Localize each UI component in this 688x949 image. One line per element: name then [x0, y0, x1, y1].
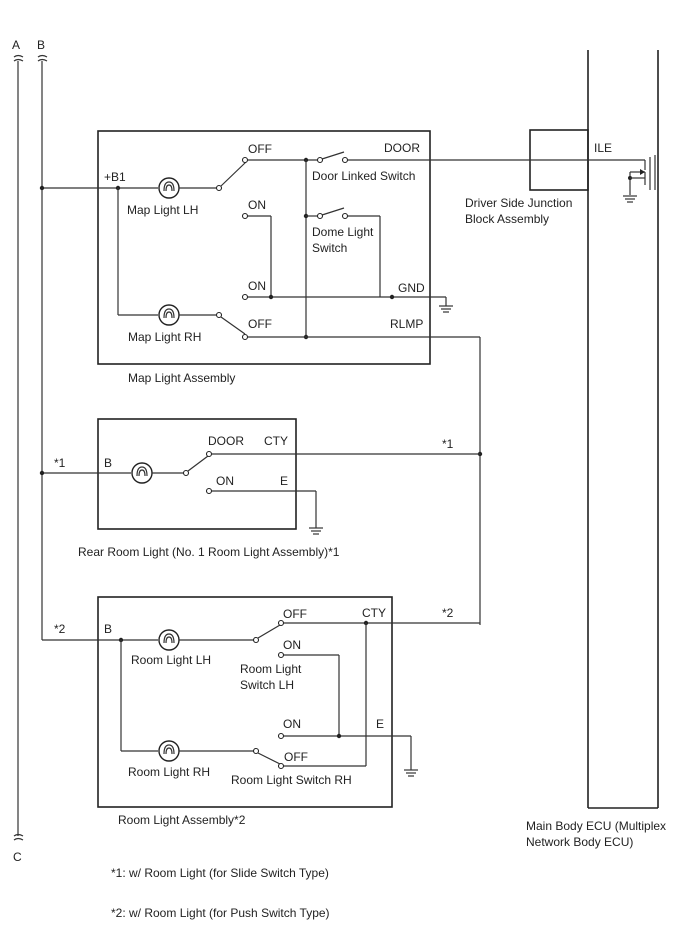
rear-ground-icon [309, 527, 323, 535]
room-pin-b: B [104, 622, 112, 636]
rear-pin-e: E [280, 474, 288, 488]
ecu-ground-icon [623, 195, 637, 203]
rail-b-label: B [37, 38, 45, 52]
room-off-top: OFF [283, 607, 307, 621]
map-light-lh-lamp-icon [158, 177, 180, 199]
map-pin-b1: +B1 [104, 170, 126, 184]
dome-light-switch-label-line1: Dome Light [312, 225, 374, 239]
room-pin-cty: CTY [362, 606, 386, 620]
room-line-note: *2 [442, 606, 454, 620]
room-branch-note: *2 [54, 622, 66, 636]
rear-branch-note: *1 [54, 456, 66, 470]
ecu-label-line1: Main Body ECU (Multiplex [526, 819, 666, 833]
rail-b [37, 54, 48, 630]
room-on-low: ON [283, 717, 301, 731]
map-pin-gnd: GND [398, 281, 425, 295]
room-light-lh-label: Room Light LH [131, 653, 211, 667]
map-light-assembly-box [97, 130, 431, 365]
rear-sw-on: ON [216, 474, 234, 488]
rear-line-note: *1 [442, 437, 454, 451]
room-pin-e: E [376, 717, 384, 731]
map-off-bottom: OFF [248, 317, 272, 331]
map-pin-door: DOOR [384, 141, 420, 155]
map-light-assembly-title: Map Light Assembly [128, 371, 235, 385]
footnote-2: *2: w/ Room Light (for Push Switch Type) [111, 906, 330, 920]
rear-pin-b: B [104, 456, 112, 470]
room-light-rh-label: Room Light RH [128, 765, 210, 779]
map-light-rh-label: Map Light RH [128, 330, 201, 344]
room-switch-lh-label-line1: Room Light [240, 662, 302, 676]
junction-block-label-line1: Driver Side Junction [465, 196, 572, 210]
main-body-ecu [587, 50, 659, 809]
map-pin-rlmp: RLMP [390, 317, 423, 331]
map-on-mid: ON [248, 198, 266, 212]
map-ground-icon [439, 305, 453, 313]
ecu-pin-ile: ILE [594, 141, 612, 155]
map-light-rh-lamp-icon [158, 304, 180, 326]
rail-a [13, 54, 24, 841]
rear-pin-cty: CTY [264, 434, 288, 448]
rail-a-label: A [12, 38, 20, 52]
room-light-assembly-box [97, 596, 393, 808]
room-light-assembly-title: Room Light Assembly*2 [118, 813, 246, 827]
footnote-1: *1: w/ Room Light (for Slide Switch Type… [111, 866, 329, 880]
map-light-lh-label: Map Light LH [127, 203, 198, 217]
rear-room-light-box [97, 418, 297, 530]
rear-room-lamp-icon [131, 462, 153, 484]
map-off-top: OFF [248, 142, 272, 156]
room-ground-icon [404, 769, 418, 777]
junction-block-label-line2: Block Assembly [465, 212, 549, 226]
rear-sw-door: DOOR [208, 434, 244, 448]
rail-c-label: C [13, 850, 22, 864]
room-switch-lh-label-line2: Switch LH [240, 678, 294, 692]
ecu-transistor [628, 155, 656, 195]
dome-light-switch-label-line2: Switch [312, 241, 347, 255]
rear-room-light-title: Rear Room Light (No. 1 Room Light Assemb… [78, 545, 340, 559]
room-light-lh-lamp-icon [158, 629, 180, 651]
room-off-bottom: OFF [284, 750, 308, 764]
door-linked-switch-label: Door Linked Switch [312, 169, 415, 183]
room-switch-rh-label: Room Light Switch RH [231, 773, 352, 787]
room-light-rh-lamp-icon [158, 740, 180, 762]
ecu-label-line2: Network Body ECU) [526, 835, 633, 849]
map-on-low: ON [248, 279, 266, 293]
room-on-top: ON [283, 638, 301, 652]
